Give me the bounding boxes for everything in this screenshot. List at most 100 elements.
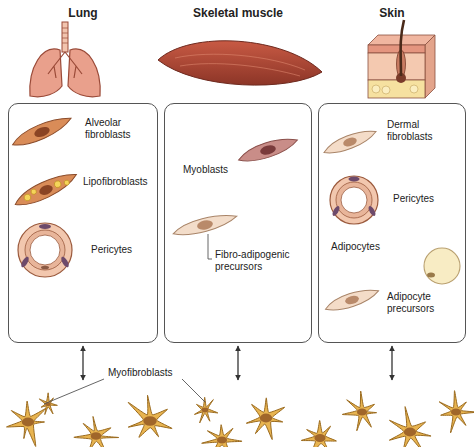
leader-line [208,234,212,259]
myofibroblast-body [301,421,336,447]
alveolar-fibroblast-cell [9,114,74,150]
skin-panel: SkinDermal fibroblastsPericytesAdipocyte… [318,103,466,343]
double-arrow [237,346,238,380]
cell-label: Pericytes [393,193,459,205]
skin-icon [372,85,380,93]
fibro-adipogenic-precursor-cell [171,211,238,238]
nucleus [217,436,227,443]
myofibroblast-body [39,393,57,415]
lipofibroblast-cell [38,183,54,197]
muscle-panel: Skeletal muscleMyoblastsFibro-adipogenic… [164,103,312,343]
cell-label: Lipofibroblasts [83,176,153,188]
cell-label: Myoblasts [183,164,253,176]
muscle-icon [175,54,305,76]
nucleus [260,414,272,423]
nucleus [314,434,325,442]
myofibroblast-cell [7,401,47,446]
dermal-fibroblast-cell [321,127,378,157]
lung-icon [68,49,100,97]
cell-label: Myofibroblasts [108,367,208,379]
cell-label: Adipocyte precursors [387,291,461,315]
pericyte-vessel [18,223,72,277]
myofibroblast-body [439,391,474,433]
myofibroblast-cell [439,391,474,433]
muscle-icon [158,41,322,85]
leader-line [44,379,104,404]
cell-label: Alveolar fibroblasts [85,117,153,141]
adipocyte-cell [427,273,435,278]
myofibroblast-cell [39,393,57,415]
myofibroblast-body [342,391,376,431]
adipocyte-precursor-cell [344,294,360,305]
alveolar-fibroblast-cell [9,114,74,150]
skin-icon [368,45,425,53]
fibro-adipogenic-precursor-cell [196,219,214,231]
skin-icon [368,80,425,98]
myofibroblast-body [194,397,217,423]
dermal-fibroblast-cell [342,136,358,148]
myoblast-cell [259,144,277,157]
lung-icon [62,22,68,52]
lipofibroblast-cell [11,169,80,209]
myofibroblast-cell [74,416,119,447]
nucleus [451,408,461,415]
skin-icon [410,85,418,93]
myoblast-cell [236,135,300,165]
adipocyte-cell [424,248,460,284]
pericyte-vessel [60,256,71,269]
nucleus [91,432,102,440]
pericyte-vessel [341,187,367,213]
myofibroblast-body [246,398,284,440]
myofibroblast-field: Myofibroblasts [0,382,474,447]
lipofibroblast-cell [11,169,80,209]
pericyte-vessel [336,182,372,218]
nucleus [404,428,416,437]
myofibroblast-cell [194,397,217,423]
pericyte-vessel [330,176,378,224]
pericyte-vessel [331,205,341,217]
skin-icon [401,20,404,76]
myofibroblast-cell [202,425,242,447]
lipofibroblast-cell [30,188,37,195]
myofibroblast-cells [7,391,474,447]
myofibroblast-cell [301,421,336,447]
myofibroblast-body [128,395,172,437]
tissue-heading: Skeletal muscle [165,6,311,20]
myoblast-cell [236,135,300,165]
pericyte-vessel [20,256,31,269]
nucleus [143,416,156,426]
cell-label: Pericytes [91,244,153,256]
lipofibroblast-cell [53,180,62,189]
alveolar-fibroblast-cell [33,125,51,139]
fibro-adipogenic-precursor-cell [171,211,238,238]
double-arrow [82,346,83,380]
adipocyte-precursor-cell [323,286,381,313]
adipocyte-cell [424,248,460,284]
lung-panel: LungAlveolar fibroblastsLipofibroblastsP… [8,103,158,343]
nucleus [22,418,34,427]
myofibroblast-body [74,416,119,447]
pericyte-vessel [39,224,51,229]
cell-label: Fibro-adipogenic precursors [215,249,307,273]
lung-icon [30,49,62,97]
myofibroblast-cell [389,407,431,447]
pericyte-vessel [30,235,60,265]
dermal-fibroblast-cell [321,127,378,157]
muscle-icon [158,41,322,85]
tissue-heading: Skin [319,6,465,20]
leader-line [182,379,205,402]
lung-icon [30,22,100,97]
pericyte-vessel [330,176,378,224]
cell-label: Adipocytes [331,241,411,253]
pericyte-vessel [18,223,72,277]
pericyte-vessel [349,177,360,182]
skin-icon [425,35,435,98]
skin-icon [368,20,435,98]
myofibroblast-cell [246,398,284,440]
skin-icon [382,86,390,94]
tissue-heading: Lung [9,6,157,20]
cell-label: Dermal fibroblasts [387,119,459,143]
